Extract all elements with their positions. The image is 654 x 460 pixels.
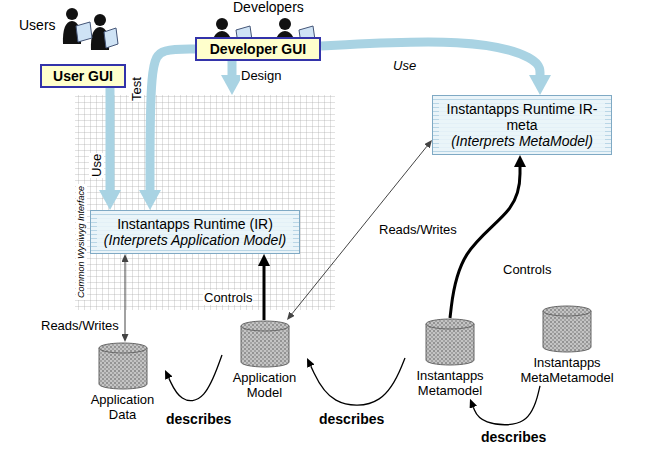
cylinder-body <box>99 348 147 389</box>
box-label: Application Data <box>80 393 165 423</box>
cylinder-body <box>426 324 474 365</box>
database-cylinder: Instantapps MetaMetamodel <box>512 305 622 386</box>
edge-label: Use <box>89 153 104 178</box>
box-label: Instantapps MetaMetamodel <box>512 356 622 386</box>
box-label: User GUI <box>46 68 120 84</box>
box-label: Developer GUI <box>201 41 315 57</box>
person-head <box>94 14 106 26</box>
edge-label: Test <box>129 76 144 102</box>
connector <box>125 262 126 334</box>
cylinder-top <box>543 306 591 316</box>
box-label: Instantapps Runtime (IR) <box>97 216 293 232</box>
interface-region: Common Wysiwyg InterfaceInstantapps Runt… <box>75 95 335 310</box>
person-head <box>66 8 78 20</box>
database-cylinder: Instantapps Metamodel <box>405 318 495 399</box>
edge-label: Controls <box>502 262 552 277</box>
edge-label: Reads/Writes <box>40 318 120 333</box>
person-head <box>279 18 291 30</box>
edge-label: Controls <box>203 290 253 305</box>
cylinder-shape <box>542 305 592 353</box>
group-label: Users <box>18 18 57 33</box>
box-label: (Interprets Application Model) <box>97 232 293 248</box>
group-label: Developers <box>232 0 305 15</box>
vertical-label: Common Wysiwyg Interface <box>76 184 87 300</box>
connector <box>106 88 115 190</box>
cylinder-top <box>241 321 289 331</box>
connector <box>450 167 520 318</box>
cylinder-top <box>99 343 147 353</box>
box-label: (Interprets MetaModel) <box>439 133 605 149</box>
connector <box>473 386 540 425</box>
cylinder-body <box>543 311 591 352</box>
cylinder-shape <box>240 320 290 368</box>
connector <box>150 49 195 190</box>
gui-box: User GUI <box>40 64 126 88</box>
cylinder-top <box>426 319 474 329</box>
gui-box: Developer GUI <box>195 37 321 61</box>
box-label: Instantapps Runtime IR-meta <box>439 101 605 133</box>
person-head <box>216 18 228 30</box>
cylinder-shape <box>98 342 148 390</box>
laptop-icon <box>104 28 118 48</box>
connector <box>263 266 266 320</box>
edge-label: describes <box>480 430 547 445</box>
user-icons <box>63 8 118 50</box>
cylinder-body <box>241 326 289 367</box>
connector <box>169 355 222 401</box>
connector <box>321 42 540 75</box>
runtime-box: Instantapps Runtime (IR)(Interprets Appl… <box>90 210 300 254</box>
edge-label: Use <box>392 58 417 73</box>
laptop-icon <box>76 22 92 42</box>
connector <box>228 61 237 75</box>
box-label: Application Model <box>222 371 307 401</box>
connector <box>311 358 405 405</box>
database-cylinder: Application Data <box>80 342 165 423</box>
runtime-box: Instantapps Runtime IR-meta(Interprets M… <box>432 95 612 155</box>
edge-label: describes <box>165 412 232 427</box>
database-cylinder: Application Model <box>222 320 307 401</box>
edge-label: Reads/Writes <box>378 222 458 237</box>
box-label: Instantapps Metamodel <box>405 369 495 399</box>
edge-label: describes <box>318 412 385 427</box>
cylinder-shape <box>425 318 475 366</box>
edge-label: Design <box>240 68 282 83</box>
